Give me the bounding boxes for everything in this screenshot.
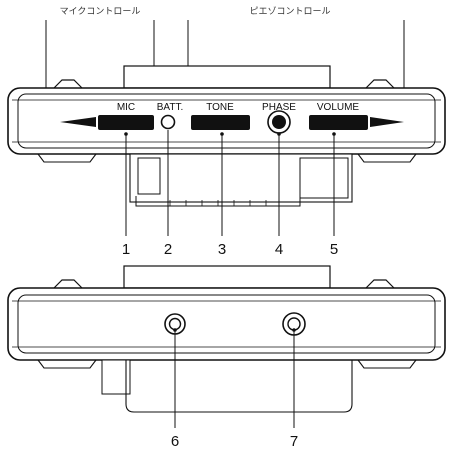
top-callout-dots xyxy=(124,132,336,136)
top-body-inner xyxy=(17,93,436,149)
callout-1: 1 xyxy=(122,241,130,258)
top-underside-jack xyxy=(137,157,161,195)
phase-label: PHASE xyxy=(262,102,296,113)
mic-label: MIC xyxy=(117,102,135,113)
batt-label: BATT. xyxy=(157,102,183,113)
callout-3: 3 xyxy=(218,241,226,258)
bottom-callout-dots xyxy=(173,328,296,332)
bottom-left-tab xyxy=(53,279,83,289)
top-underside-ribs xyxy=(169,200,267,206)
bottom-back-block xyxy=(123,265,331,289)
callout-2: 2 xyxy=(164,241,172,258)
bottom-underside-housing xyxy=(125,360,353,413)
right-arrow-icon xyxy=(370,117,404,127)
jack-6-inner xyxy=(168,317,182,331)
bottom-right-foot xyxy=(357,359,417,369)
phase-switch-cap xyxy=(272,115,286,129)
top-callout-lines xyxy=(125,130,335,236)
bottom-unit: 6 7 xyxy=(7,265,446,450)
bottom-body-inner xyxy=(17,294,436,354)
callout-4: 4 xyxy=(275,241,283,258)
left-arrow-icon xyxy=(60,117,96,127)
bottom-callout-lines xyxy=(174,330,295,428)
top-back-block xyxy=(123,65,331,89)
top-right-tab xyxy=(365,79,395,89)
top-unit: MIC BATT. TONE PHASE VOLUME 1 2 3 4 5 xyxy=(7,65,446,258)
bottom-right-tab xyxy=(365,279,395,289)
top-left-tab xyxy=(53,79,83,89)
tone-label: TONE xyxy=(206,102,234,113)
top-underside-box xyxy=(299,157,349,199)
volume-slider[interactable] xyxy=(309,115,368,130)
batt-indicator xyxy=(160,114,176,130)
bottom-body xyxy=(7,287,446,361)
mic-slider[interactable] xyxy=(98,115,154,130)
top-left-foot xyxy=(37,153,97,163)
tone-slider[interactable] xyxy=(191,115,250,130)
mic-control-caption: マイクコントロール xyxy=(60,6,141,17)
callout-7: 7 xyxy=(290,433,298,450)
bottom-side-jack xyxy=(101,359,131,395)
top-right-foot xyxy=(357,153,417,163)
callout-6: 6 xyxy=(171,433,179,450)
piezo-control-caption: ピエゾコントロール xyxy=(249,6,330,17)
bottom-left-foot xyxy=(37,359,97,369)
volume-label: VOLUME xyxy=(317,102,360,113)
callout-5: 5 xyxy=(330,241,338,258)
